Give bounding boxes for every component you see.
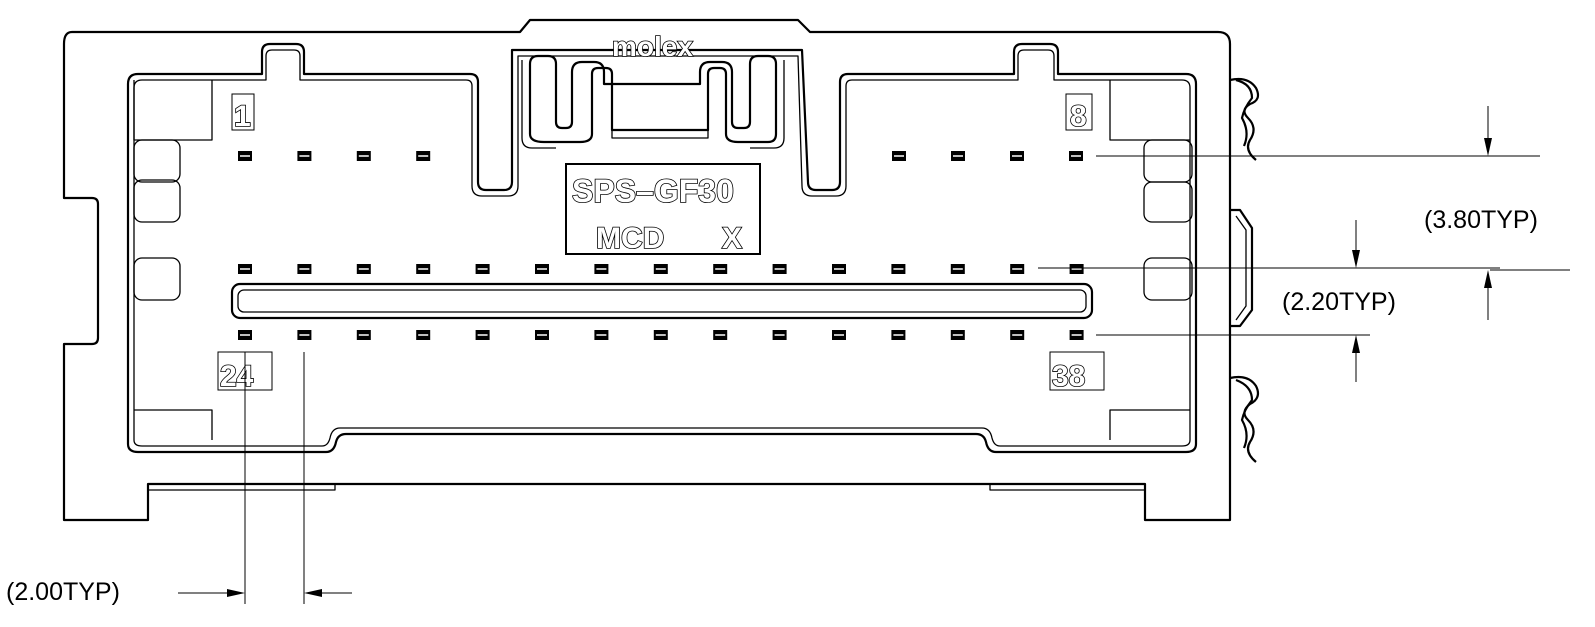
pin-row-middle	[238, 264, 1084, 274]
pin-row-bottom	[238, 330, 1084, 340]
top-keying	[521, 54, 785, 149]
left-ribs	[133, 139, 181, 301]
outer-housing	[62, 18, 1232, 522]
pin-row-top	[238, 151, 1083, 161]
inner-cavity	[126, 42, 1198, 454]
pin-label-38: 38	[1052, 360, 1085, 393]
pin-label-24: 24	[220, 360, 254, 393]
dim-row-offset-label: (2.20TYP)	[1282, 288, 1396, 316]
part-series: SPS–GF30	[572, 173, 734, 209]
dim-column-pitch-label: (2.00TYP)	[6, 578, 120, 606]
part-marking: SPS–GF30 MCD X	[565, 163, 761, 256]
part-code: MCD	[596, 222, 664, 255]
pin-label-1: 1	[234, 100, 251, 133]
pin-number-labels: 1 8 24 38	[217, 93, 1105, 394]
right-latch	[1229, 77, 1260, 463]
dim-row-pitch-label: (3.80TYP)	[1424, 206, 1538, 234]
latch-bar	[230, 282, 1094, 320]
right-ribs	[1143, 139, 1193, 301]
brand-label: molex	[612, 31, 693, 62]
dimension-lines	[178, 106, 1570, 604]
pin-label-8: 8	[1070, 100, 1087, 133]
part-variant: X	[722, 222, 742, 255]
